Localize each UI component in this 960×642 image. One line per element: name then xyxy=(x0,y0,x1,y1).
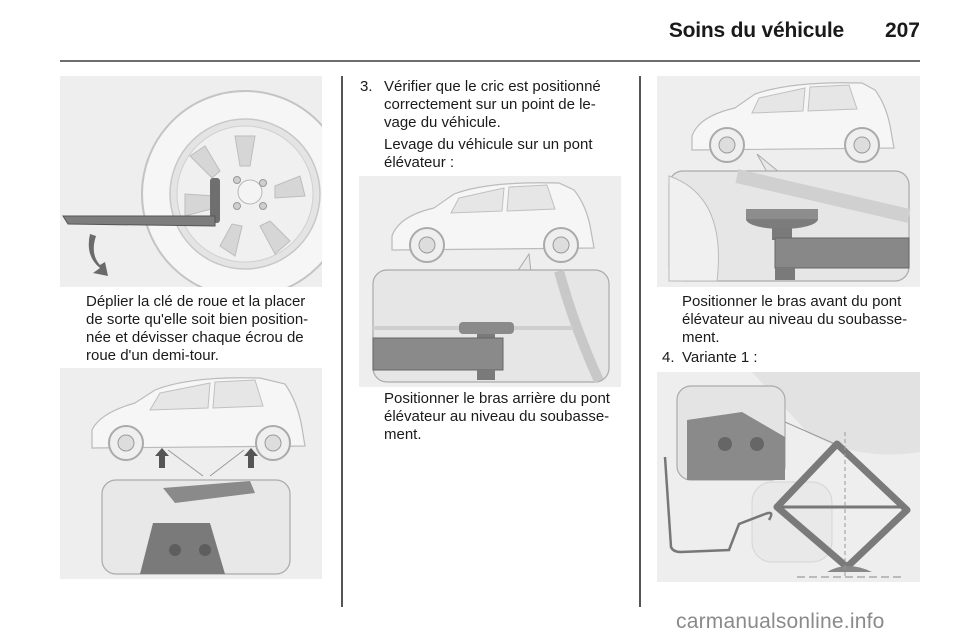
page-number: 207 xyxy=(884,19,920,42)
scissor-jack-illustration-icon xyxy=(657,372,920,582)
unfold-wrench-instructions: Déplier la clé de roue et la placer de s… xyxy=(86,293,309,364)
column-divider-1 xyxy=(341,76,343,607)
section-title: Soins du véhicule xyxy=(668,19,844,42)
car-jack-points-illustration-icon xyxy=(60,368,322,579)
step-4-number: 4. xyxy=(662,349,675,366)
watermark-text: carmanualsonline.info xyxy=(676,610,885,633)
step-3-number: 3. xyxy=(360,78,373,95)
front-arm-instructions: Positionner le bras avant du pont élévat… xyxy=(682,293,908,346)
column-divider-2 xyxy=(639,76,641,607)
header-rule xyxy=(60,60,920,62)
wheel-wrench-illustration-icon xyxy=(60,76,322,287)
front-lift-arm-illustration-icon xyxy=(657,76,920,287)
rear-lift-arm-illustration-icon xyxy=(359,176,621,387)
rear-arm-instructions: Positionner le bras arrière du pont élév… xyxy=(384,390,610,443)
step-3-text: Vérifier que le cric est positionné corr… xyxy=(384,78,601,131)
step-4-label: Variante 1 : xyxy=(682,349,758,366)
lift-intro-text: Levage du véhicule sur un pont élévateur… xyxy=(384,136,593,171)
